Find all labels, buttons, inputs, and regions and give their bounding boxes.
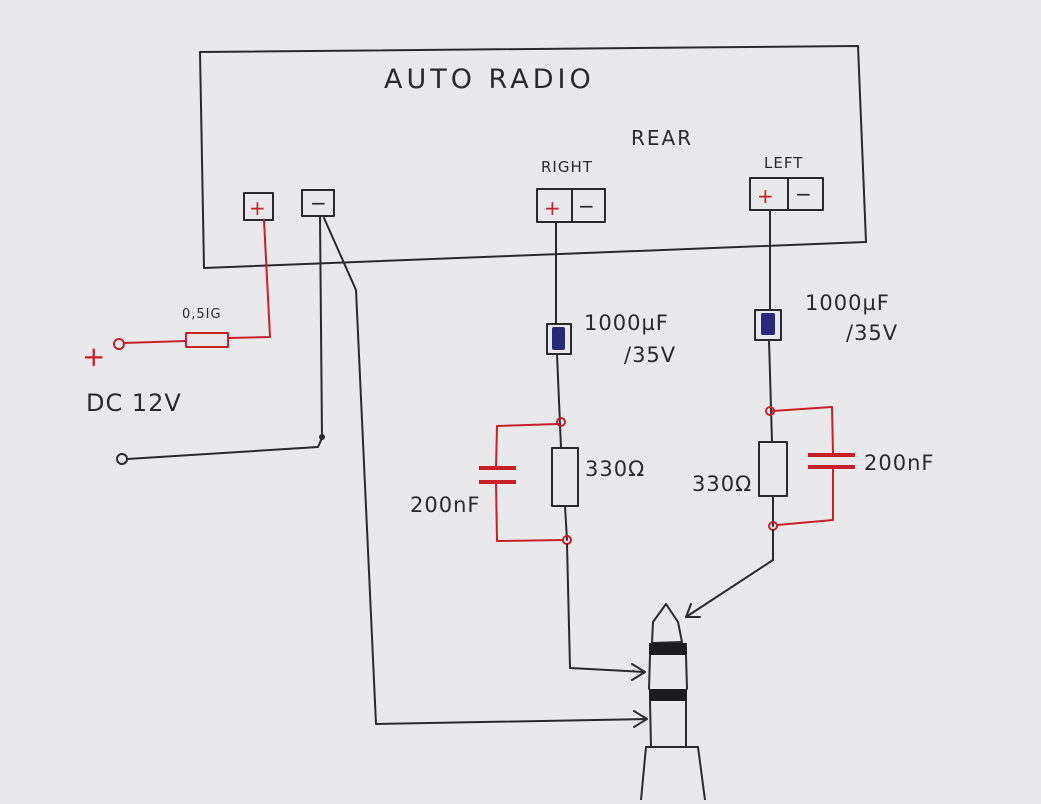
right-output-terminal: + − <box>536 188 606 223</box>
left-cap-value: 1000µF <box>805 291 890 315</box>
right-output-label: RIGHT <box>541 158 593 176</box>
right-coupling-capacitor <box>546 323 572 355</box>
left-filter-cap-value: 200nF <box>864 451 934 475</box>
supply-label: DC 12V <box>86 389 182 417</box>
right-filter-wire-bottom <box>495 481 564 542</box>
right-cap-value: 1000µF <box>584 311 669 335</box>
left-resistor <box>758 441 788 497</box>
fuse <box>185 332 229 348</box>
unit-outline <box>199 45 867 269</box>
jack-tip <box>651 603 683 644</box>
power-supply: 0,5IG + DC 12V <box>82 215 648 728</box>
jack-band-lower <box>649 689 687 701</box>
left-cap-voltage: /35V <box>846 321 898 345</box>
left-output-terminal: + − <box>749 177 824 211</box>
right-resistor <box>551 447 579 507</box>
plus-input-terminal <box>113 338 125 350</box>
right-cap-voltage: /35V <box>624 343 676 367</box>
power-minus-terminal: − <box>301 189 335 217</box>
ground-input-terminal <box>116 453 128 465</box>
right-filter-cap-value: 200nF <box>410 493 480 517</box>
auto-radio-unit: AUTO RADIO REAR RIGHT LEFT <box>199 45 867 269</box>
left-filter-wire-top <box>771 406 834 455</box>
supply-plus-symbol: + <box>82 340 106 373</box>
right-resistor-value: 330Ω <box>585 457 645 481</box>
power-plus-symbol: + <box>249 196 268 220</box>
jack-band-upper <box>649 643 687 655</box>
fuse-label: 0,5IG <box>182 307 222 322</box>
unit-title: AUTO RADIO <box>384 64 595 95</box>
left-to-jack-wire <box>685 529 774 618</box>
right-to-jack-wire <box>566 543 646 673</box>
power-plus-terminal: + <box>243 192 274 221</box>
right-channel: 1000µF /35V 330Ω 200nF <box>410 221 676 681</box>
right-plus-symbol: + <box>544 196 563 220</box>
power-minus-symbol: − <box>310 191 329 215</box>
plus-wire <box>227 219 271 339</box>
left-filter-wire-bottom <box>776 466 834 526</box>
left-resistor-value: 330Ω <box>692 472 752 496</box>
rear-label: REAR <box>631 126 693 150</box>
right-filter-wire-top <box>495 423 559 469</box>
left-plus-symbol: + <box>757 184 776 208</box>
left-channel: 1000µF /35V 330Ω 200nF <box>685 209 934 618</box>
ground-wire <box>126 215 323 460</box>
trs-jack-plug <box>640 603 706 801</box>
left-output-label: LEFT <box>764 154 803 172</box>
jack-sleeve-wire <box>323 217 648 725</box>
left-minus-symbol: − <box>795 182 814 206</box>
right-minus-symbol: − <box>578 194 597 218</box>
